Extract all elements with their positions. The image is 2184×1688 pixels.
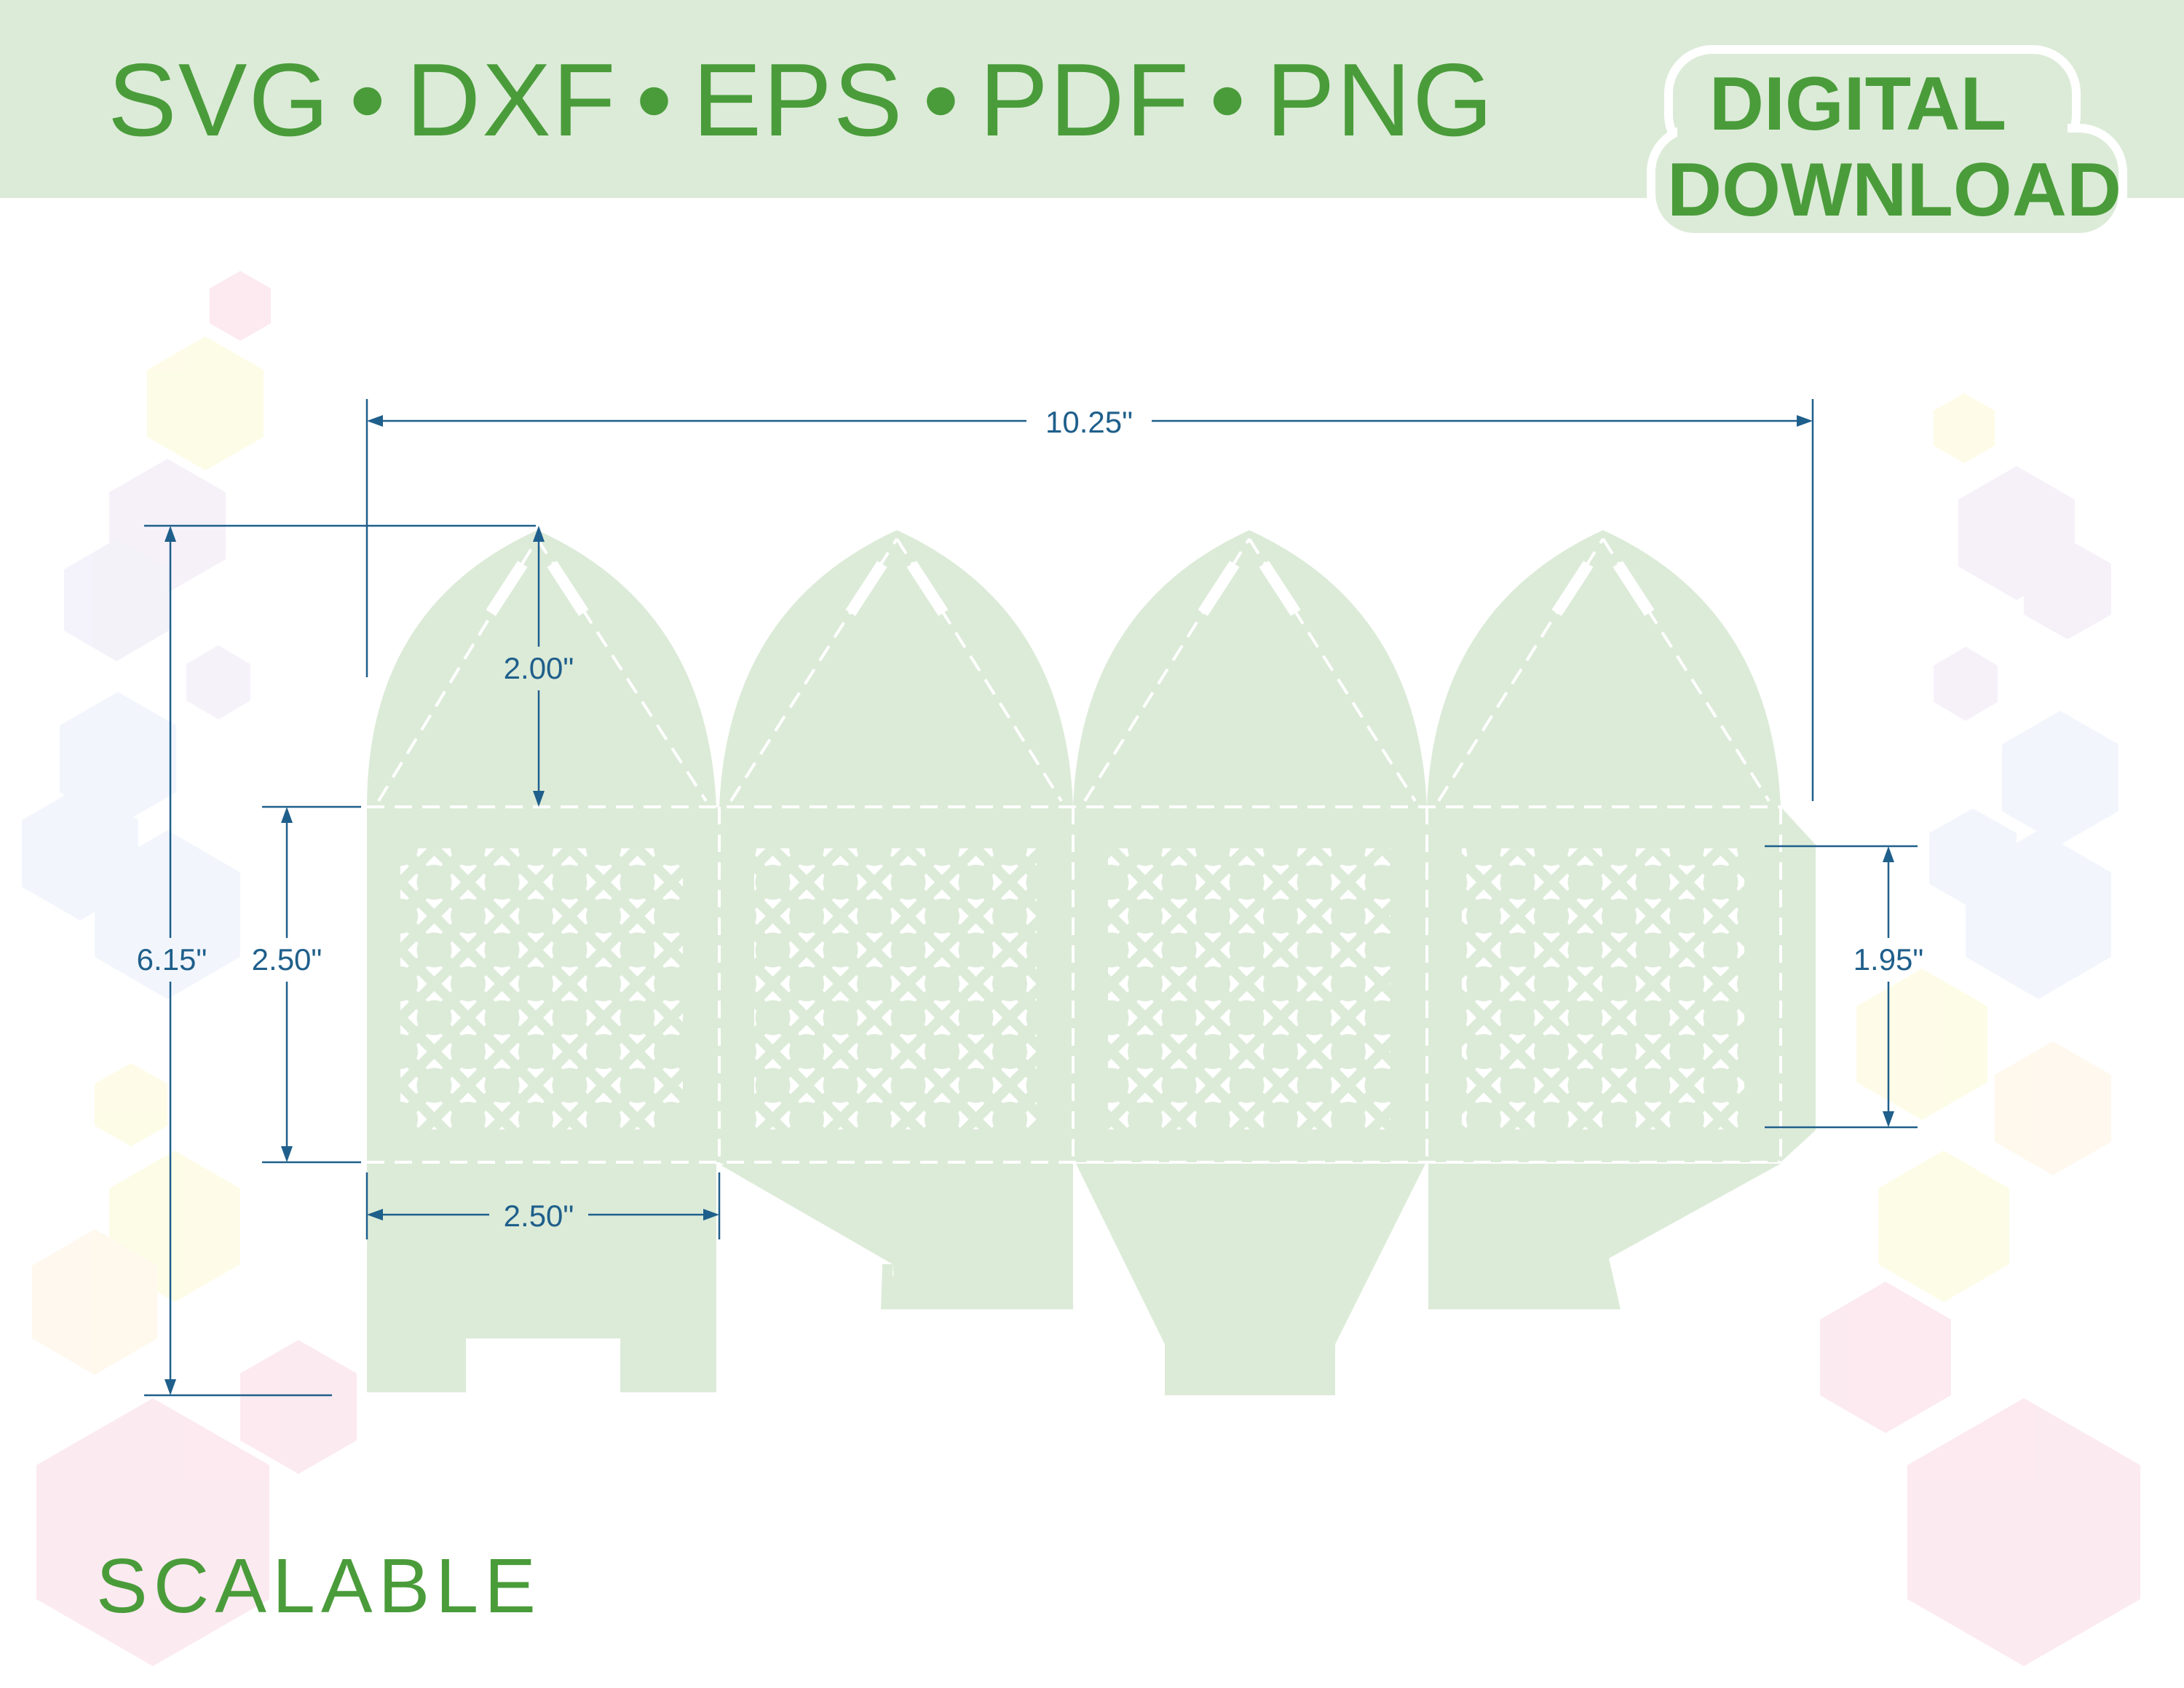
- fold-lines: [367, 537, 1782, 1164]
- digital-download-badge: DIGITAL DOWNLOAD: [1647, 42, 2127, 245]
- hexagon-decoration: [36, 1398, 269, 1666]
- hexagon-decoration: [64, 539, 169, 661]
- hexagon-decoration: [1934, 393, 1995, 463]
- separator-dot: •: [349, 42, 387, 158]
- separator-dot: •: [922, 42, 961, 158]
- format-pdf: PDF: [979, 42, 1191, 158]
- arrowhead: [1797, 415, 1813, 427]
- panel-width-label: 2.50": [504, 1199, 574, 1233]
- bottom-flap-3: [1076, 1164, 1425, 1395]
- background-hexagons: [22, 271, 2140, 1666]
- arrowhead: [367, 415, 383, 427]
- bottom-flap-1: [367, 1162, 716, 1392]
- hexagon-decoration: [1907, 1398, 2140, 1666]
- lattice-window-2: [754, 848, 1037, 1129]
- arrowhead: [165, 526, 176, 542]
- lid-panel-3: [1073, 530, 1427, 807]
- lattice-window-1: [400, 848, 683, 1129]
- arrowhead: [281, 807, 293, 823]
- lid-panel-1: [367, 530, 716, 807]
- badge-line-digital: DIGITAL: [1709, 62, 2007, 146]
- format-png: PNG: [1265, 42, 1495, 158]
- hexagon-decoration: [210, 271, 271, 341]
- hexagon-decoration: [32, 1229, 157, 1375]
- total-height-label: 6.15": [137, 942, 207, 977]
- format-dxf: DXF: [405, 42, 617, 158]
- format-svg: SVG: [108, 42, 331, 158]
- arrowhead: [533, 791, 545, 807]
- bottom-flap-4: [1428, 1164, 1781, 1309]
- separator-dot: •: [636, 42, 674, 158]
- hexagon-decoration: [1856, 969, 1987, 1120]
- arrowhead: [1883, 1111, 1894, 1127]
- arrowhead: [367, 1209, 383, 1220]
- hexagon-decoration: [1995, 1041, 2111, 1175]
- hexagon-decoration: [1966, 830, 2111, 999]
- badge-background: [1647, 45, 2127, 242]
- hexagon-decoration: [240, 1340, 357, 1474]
- hexagon-decoration: [1934, 647, 1998, 721]
- window-height-label: 1.95": [1853, 942, 1924, 977]
- hexagon-decoration: [147, 336, 264, 470]
- format-eps: EPS: [692, 42, 904, 158]
- arrowhead: [703, 1209, 719, 1220]
- hexagon-decoration: [1820, 1282, 1951, 1433]
- hexagon-decoration: [2002, 711, 2118, 845]
- separator-dot: •: [1209, 42, 1247, 158]
- lid-slots: [486, 561, 1655, 616]
- file-formats-title: SVG•DXF•EPS•PDF•PNG: [108, 42, 1495, 159]
- lid-height-label: 2.00": [504, 651, 574, 685]
- arrowhead: [1883, 846, 1894, 862]
- hexagon-decoration: [95, 1063, 167, 1146]
- hexagon-decoration: [95, 830, 240, 999]
- dimension-lines: [144, 399, 1918, 1397]
- arrowhead: [281, 1146, 293, 1162]
- lattice-window-3: [1108, 848, 1390, 1129]
- lid-panel-2: [719, 530, 1073, 807]
- bottom-flap-2-taper: [719, 1162, 1073, 1309]
- arrowhead: [165, 1379, 176, 1395]
- scalable-label: SCALABLE: [96, 1543, 542, 1629]
- side-panels: [367, 807, 1816, 1162]
- hexagon-decoration: [2024, 539, 2111, 639]
- hexagon-decoration: [1878, 1151, 2009, 1302]
- arrowhead: [533, 526, 545, 542]
- lattice-window-4: [1462, 848, 1744, 1129]
- box-template: [367, 530, 1816, 1395]
- lid-panel-4: [1427, 530, 1781, 807]
- badge-line-download: DOWNLOAD: [1667, 148, 2121, 232]
- hexagon-decoration: [186, 645, 250, 719]
- panel-height-label: 2.50": [252, 942, 323, 977]
- total-width-label: 10.25": [1045, 405, 1133, 439]
